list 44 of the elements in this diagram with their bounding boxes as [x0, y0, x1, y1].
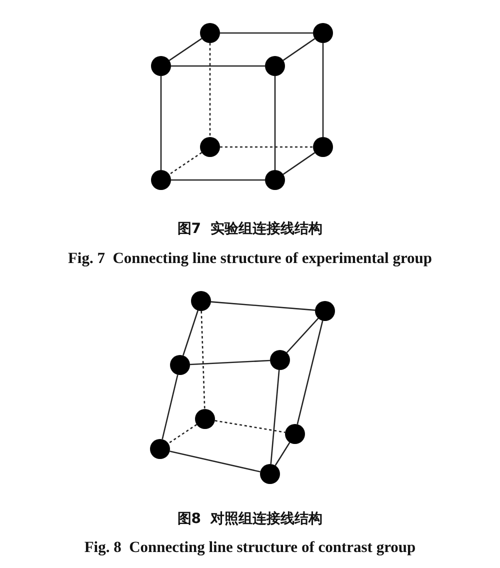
connecting-line: [274, 76, 276, 170]
connecting-line: [286, 318, 319, 354]
node-dot: [313, 137, 333, 157]
node-dot: [195, 409, 215, 429]
connecting-line: [220, 32, 313, 34]
connecting-line: [170, 450, 260, 472]
node-dot: [315, 301, 335, 321]
connecting-line: [274, 442, 290, 466]
connecting-line: [182, 310, 198, 356]
node-dot: [285, 424, 305, 444]
connecting-line: [168, 38, 202, 61]
node-dot: [313, 23, 333, 43]
figure-caption: 图8 对照组连接线结构: [176, 510, 324, 528]
node-dot: [265, 56, 285, 76]
connecting-line: [296, 320, 324, 424]
connecting-line: [160, 76, 162, 170]
figure-caption: Fig. 8 Connecting line structure of contrast group: [83, 539, 417, 557]
node-dot: [170, 355, 190, 375]
dashed-line: [214, 420, 286, 433]
connecting-line: [171, 179, 265, 181]
node-dot: [200, 23, 220, 43]
node-dot: [270, 350, 290, 370]
connecting-line: [190, 360, 270, 366]
dashed-line: [168, 152, 202, 175]
connecting-line: [210, 301, 316, 311]
figure-caption: Fig. 7 Connecting line structure of experimental group: [66, 250, 434, 268]
dashed-line: [168, 424, 198, 444]
node-dot: [150, 439, 170, 459]
connecting-line: [282, 38, 316, 61]
node-dot: [265, 170, 285, 190]
dashed-line: [200, 310, 206, 410]
node-dot: [200, 137, 220, 157]
figure-caption: 图7 实验组连接线结构: [176, 220, 324, 238]
connecting-line: [162, 374, 178, 440]
node-dot: [151, 56, 171, 76]
node-dot: [151, 170, 171, 190]
connecting-line: [322, 43, 324, 137]
dashed-line: [220, 146, 313, 148]
connecting-line: [282, 152, 316, 175]
dashed-line: [209, 43, 211, 137]
connecting-line: [171, 65, 265, 67]
node-dot: [260, 464, 280, 484]
node-dot: [191, 291, 211, 311]
connecting-line: [270, 370, 280, 464]
